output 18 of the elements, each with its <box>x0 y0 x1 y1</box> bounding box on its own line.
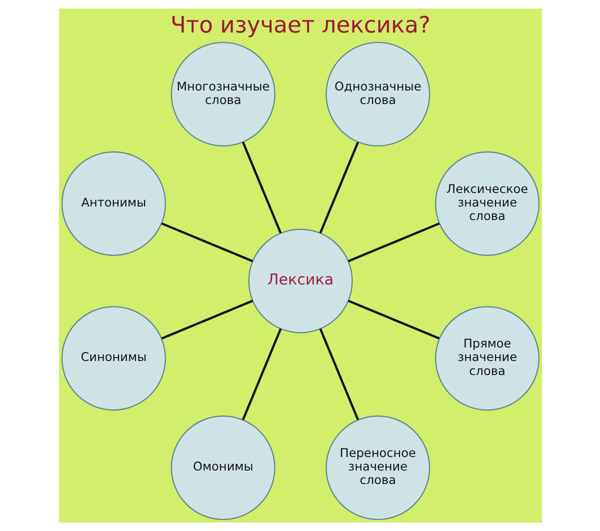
connector <box>160 300 253 340</box>
diagram-title: Что изучает лексика? <box>170 12 430 39</box>
connector <box>160 222 253 262</box>
node-circle: Прямое значение слова <box>434 306 540 411</box>
connector <box>347 300 440 340</box>
node-circle: Антонимы <box>60 151 166 256</box>
node-circle: Синонимы <box>60 306 166 411</box>
connector <box>318 328 359 420</box>
connector <box>241 328 282 420</box>
node-circle: Многозначные слова <box>170 42 275 146</box>
node-circle: Переносное значение слова <box>325 416 430 520</box>
node-circle: Однозначные слова <box>325 42 430 146</box>
node-circle: Омонимы <box>170 416 275 520</box>
connector <box>347 222 440 262</box>
connector <box>318 142 359 234</box>
node-circle: Лексическое значение слова <box>434 151 540 256</box>
connector <box>241 142 282 234</box>
node-circle: Лексика <box>248 228 352 334</box>
